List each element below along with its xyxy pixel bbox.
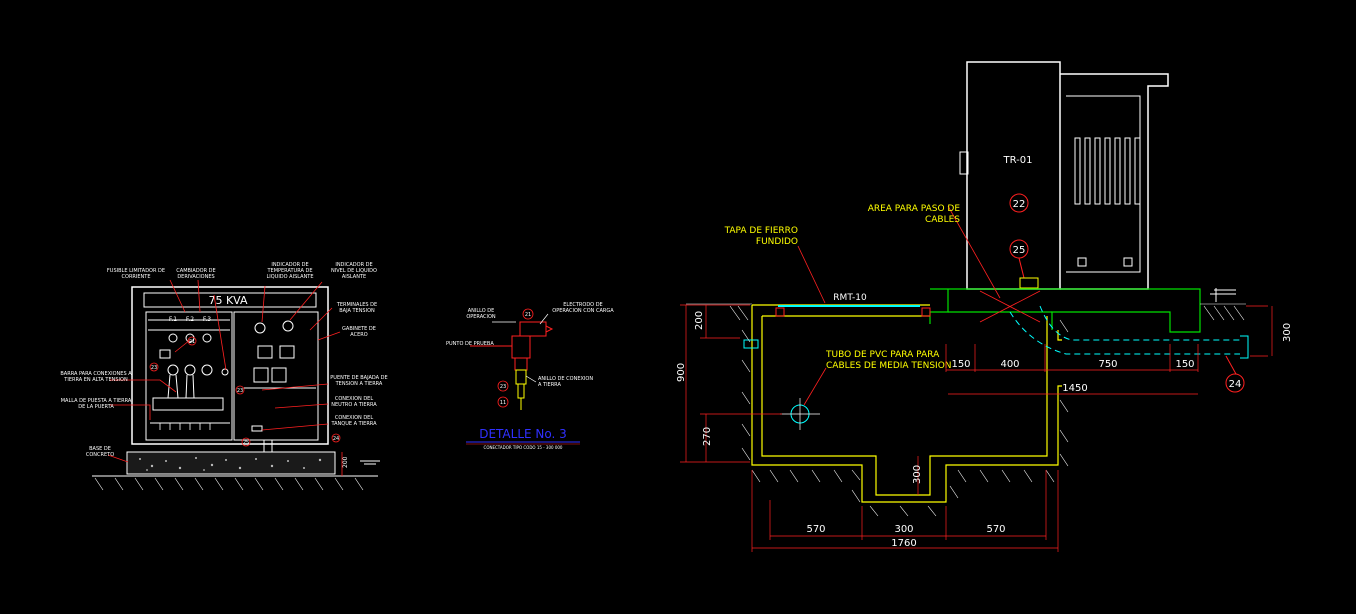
dim-150b: 150 (1175, 359, 1194, 370)
transformer-tag: TR-01 (1003, 155, 1033, 166)
balloon-22: 22 (1013, 199, 1026, 210)
fuse-label-2: F.2 (186, 316, 194, 323)
callout-fusible: FUSIBLE LIMITADOR DE CORRIENTE (106, 268, 166, 280)
fuse-label-1: F.1 (169, 316, 177, 323)
balloon-23-detail: 23 (500, 384, 506, 390)
callout-electrodo: ELECTRODO DE OPERACION CON CARGA (552, 302, 614, 314)
balloon-24-left: 24 (333, 436, 339, 442)
detail-subtitle: CONECTADOR TIPO CODO 15 - 300 000 (484, 445, 563, 450)
balloon-23a-left: 23 (151, 365, 157, 371)
cabinet-top (143, 292, 317, 308)
balloon-21-detail: 21 (525, 312, 531, 318)
dim-base-label: 200 (342, 456, 349, 468)
dim-400: 400 (1000, 359, 1019, 370)
cabinet-outline (131, 286, 329, 445)
callout-conexion-tanque: CONEXION DEL TANQUE A TIERRA (331, 415, 377, 427)
callout-indicador-temp: INDICADOR DE TEMPERATURA DE LIQUIDO AISL… (266, 262, 314, 280)
dim-300-bottom: 300 (894, 524, 913, 535)
balloon-23b-left: 23 (237, 388, 243, 394)
callout-cambiador: CAMBIADOR DE DERIVACIONES (176, 268, 216, 280)
callout-conexion-neutro: CONEXION DEL NEUTRO A TIERRA (331, 396, 377, 408)
balloon-24: 24 (1229, 379, 1242, 390)
callout-terminales: TERMINALES DE BAJA TENSION (336, 302, 378, 314)
callout-gabinete: GABINETE DE ACERO (342, 326, 376, 338)
callout-base: BASE DE CONCRETO (85, 446, 115, 458)
balloon-25: 25 (1013, 245, 1026, 256)
right-compartment (233, 311, 319, 441)
detail-title: DETALLE No. 3 (479, 427, 567, 441)
section-view: TR-01 22 25 AREA PARA PASO DE CABLES (676, 61, 1293, 552)
label-area-paso: AREA PARA PASO DE CABLES (867, 204, 960, 225)
label-tubo: TUBO DE PVC PARA PARA CABLES DE MEDIA TE… (826, 350, 952, 371)
label-rmt: RMT-10 (833, 293, 867, 303)
dim-300-right: 300 (1282, 323, 1293, 342)
concrete-base (126, 451, 336, 475)
callout-punto-prueba: PUNTO DE PRUEBA (446, 341, 494, 347)
rating-label: 75 KVA (208, 294, 248, 307)
fuse-label-3: F.3 (203, 316, 211, 323)
dim-570b: 570 (986, 524, 1005, 535)
balloon-11-detail: 11 (500, 400, 506, 406)
callout-barra: BARRA PARA CONEXIONES A TIERRA EN ALTA T… (60, 371, 132, 383)
callout-anillo-operacion: ANILLO DE OPERACION (466, 308, 496, 320)
detail-3-elbow-connector: 21 23 11 ANILLO DE OPERACION ELECTRODO D… (446, 302, 614, 450)
balloon-21-left: 21 (189, 339, 195, 345)
callout-indicador-nivel: INDICADOR DE NIVEL DE LIQUIDO AISLANTE (331, 262, 377, 280)
balloon-25-left: 25 (243, 440, 249, 446)
callout-anillo-conexion: ANILLO DE CONEXION A TIERRA (538, 376, 594, 388)
callout-malla: MALLA DE PUESTA A TIERRA DE LA PUERTA (60, 398, 132, 410)
dim-900: 900 (676, 363, 687, 382)
dim-150a: 150 (951, 359, 970, 370)
label-tapa: TAPA DE FIERRO FUNDIDO (724, 226, 798, 247)
callout-puente: PUENTE DE BAJADA DE TENSION A TIERRA (330, 375, 388, 387)
dim-270: 270 (702, 427, 713, 446)
dim-1760: 1760 (891, 538, 916, 549)
transformer-front-view: 75 KVA F.1 F.2 F.3 200 (60, 262, 388, 491)
dim-300-pit: 300 (912, 465, 923, 484)
dim-570a: 570 (806, 524, 825, 535)
dim-1450: 1450 (1062, 383, 1087, 394)
dim-200: 200 (694, 311, 705, 330)
dim-750: 750 (1098, 359, 1117, 370)
left-compartment (145, 311, 233, 441)
